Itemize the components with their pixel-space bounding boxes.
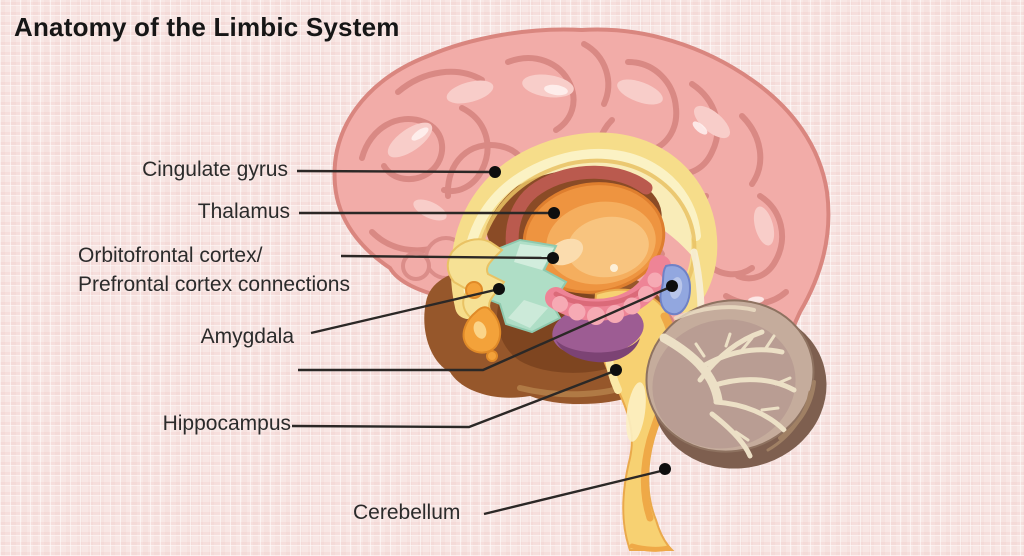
leader-line-unlabeled (298, 286, 669, 372)
leader-dot-orbitofrontal (547, 252, 559, 264)
gyrus-fold (739, 113, 764, 187)
gyrus-highlight (413, 199, 447, 221)
branch (713, 399, 787, 433)
cerebrum-lower-bump (401, 251, 431, 281)
leader-dot-amygdala (493, 283, 505, 295)
leader-dot-hippocampus (610, 364, 622, 376)
teal-facet (508, 300, 548, 328)
gyrus-fold (581, 41, 612, 107)
purple-shadow (556, 338, 640, 363)
gyrus-shine (692, 121, 708, 135)
leader-line-hippocampus (291, 370, 613, 429)
gyrus-shine (411, 127, 429, 141)
leader-lines (291, 169, 669, 516)
branch-upper (674, 305, 756, 320)
bead (568, 303, 586, 321)
thalamus-dot-shine (610, 264, 618, 272)
gyrus-highlight (693, 105, 731, 139)
bead (647, 272, 663, 288)
gyrus-fold (625, 59, 680, 153)
fornix-hook (446, 238, 506, 322)
label-orbitofrontal-line2: Prefrontal cortex connections (78, 273, 350, 296)
gyrus-highlight (753, 206, 775, 246)
hippocampus-beads (552, 272, 663, 325)
twig (774, 376, 792, 386)
label-orbitofrontal-cortex: Orbitofrontal cortex/ Prefrontal cortex … (78, 241, 350, 299)
cerebellum-shape (645, 299, 827, 469)
page-title: Anatomy of the Limbic System (14, 12, 400, 42)
twig (694, 342, 706, 358)
gyrus-fold (395, 68, 485, 95)
label-amygdala: Amygdala (200, 325, 294, 348)
gyrus-shine (544, 84, 568, 96)
leader-line-cingulate-gyrus (296, 169, 492, 174)
label-orbitofrontal-line1: Orbitofrontal cortex/ (78, 244, 263, 267)
gyrus-fold (735, 193, 786, 282)
leader-dot-cingulate-gyrus (489, 166, 501, 178)
leader-dot-thalamus (548, 207, 560, 219)
branch (709, 411, 753, 459)
label-hippocampus: Hippocampus (162, 412, 291, 435)
leader-dots (489, 166, 678, 475)
gyrus-highlight (617, 79, 663, 105)
bead (587, 307, 605, 325)
twig (734, 430, 750, 442)
brainstem-foot-shade (629, 543, 671, 552)
label-cingulate-gyrus: Cingulate gyrus (142, 158, 288, 181)
gyrus-fold (441, 105, 491, 194)
gyri-shines (411, 84, 764, 304)
twig (740, 336, 754, 352)
brainstem-shine (626, 382, 646, 442)
leader-dot-unlabeled (666, 280, 678, 292)
amygdala-drop-shine (473, 321, 487, 339)
branch (709, 377, 797, 393)
branch (697, 329, 765, 383)
amygdala-shape (462, 281, 502, 362)
label-cerebellum: Cerebellum (353, 501, 461, 524)
label-thalamus: Thalamus (197, 200, 290, 223)
twig (764, 334, 776, 350)
leader-line-cerebellum (483, 469, 662, 516)
bead (552, 296, 568, 312)
leader-dot-cerebellum (659, 463, 671, 475)
leader-line-amygdala (310, 288, 496, 335)
rim-ring (766, 390, 812, 452)
branch (697, 347, 785, 371)
leader-line-orbitofrontal (340, 254, 549, 260)
amygdala-drop-tiny (486, 350, 498, 362)
bead (638, 286, 654, 302)
twig (760, 406, 780, 412)
thalamus-light (567, 216, 649, 278)
gyrus-highlight (446, 80, 494, 104)
twig (724, 332, 732, 348)
arbor-vitae-branches (659, 305, 797, 459)
hippocampus-shape (545, 255, 671, 325)
cerebellum-rim-rings (766, 380, 816, 452)
gyrus-fold (359, 116, 446, 183)
